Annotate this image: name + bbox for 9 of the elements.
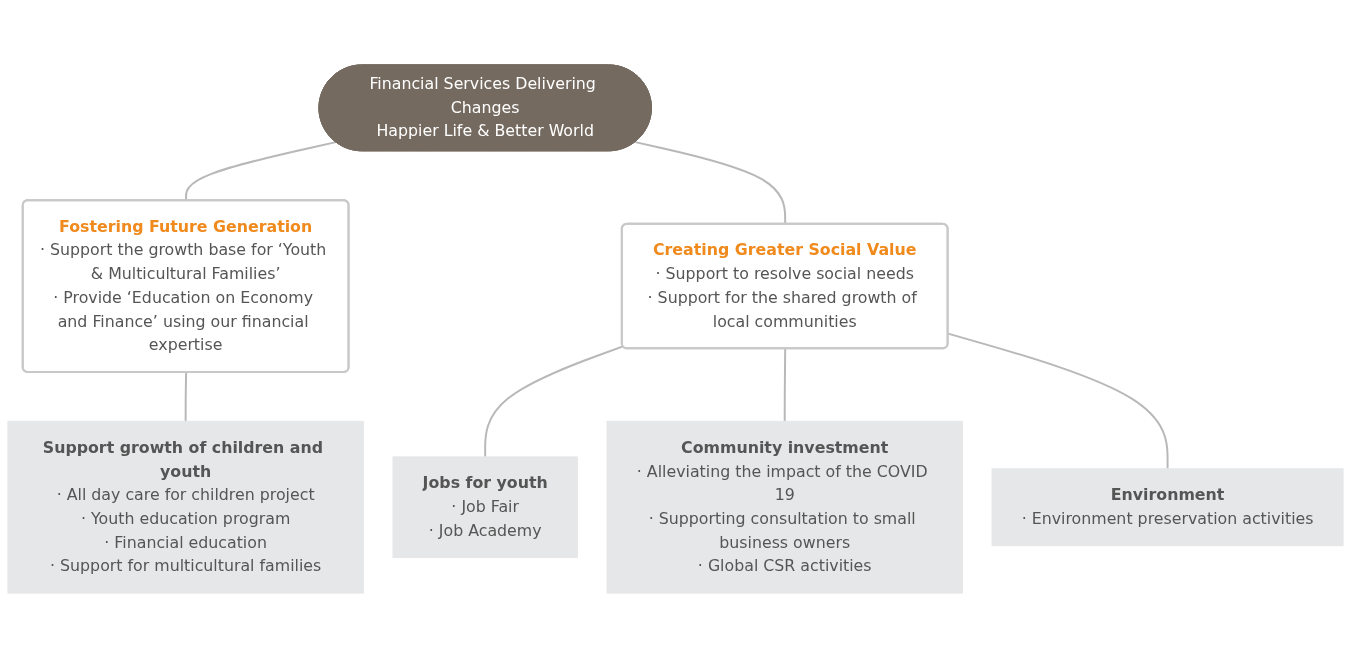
node-box: Environment · Environment preservation activities bbox=[991, 468, 1344, 547]
connector bbox=[947, 333, 1169, 471]
connector bbox=[634, 141, 787, 226]
connector bbox=[484, 345, 625, 459]
connector bbox=[783, 348, 787, 423]
node-box: Support growth of children and youth · All day care for children project · Youth education program · Financial education · Support for multicultural families bbox=[7, 421, 364, 595]
node-box: Jobs for youth · Job Fair · Job Academy bbox=[392, 456, 578, 559]
node-box: Community investment · Alleviating the impact of the COVID 19 · Supporting consultation to small business owners · Global CSR activities bbox=[606, 421, 963, 595]
connector bbox=[184, 371, 188, 423]
